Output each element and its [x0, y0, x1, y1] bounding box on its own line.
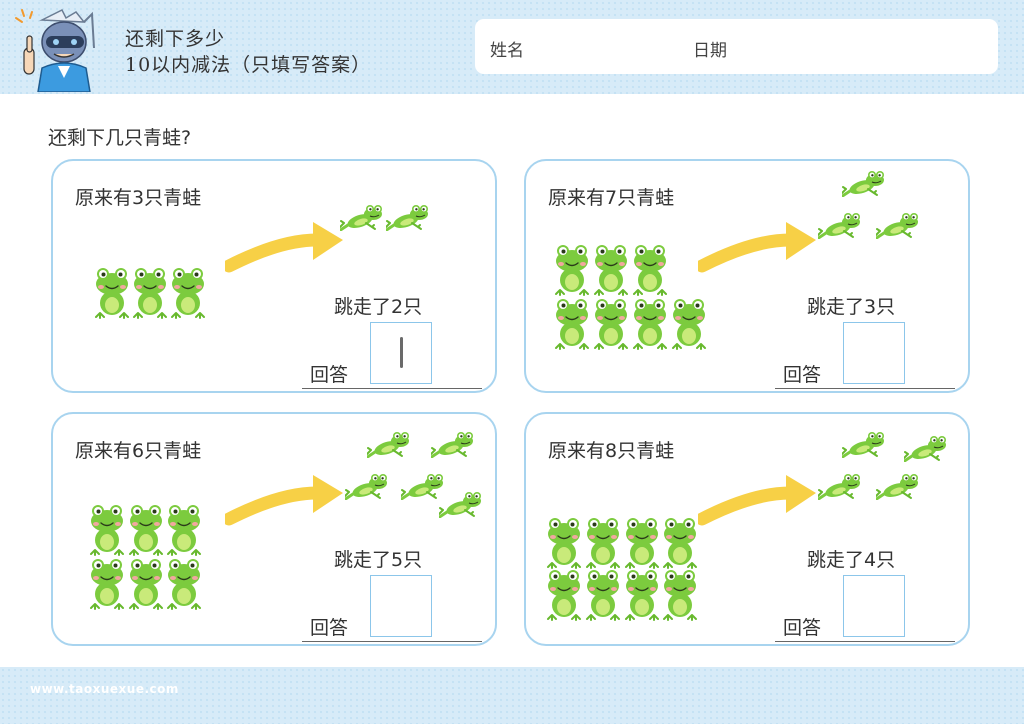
problem-card-3: 原来有6只青蛙 跳走了5只 回答	[51, 412, 497, 646]
jumping-frog-icon	[386, 205, 430, 231]
answer-box[interactable]	[843, 322, 905, 384]
jumping-frog-icon	[367, 432, 411, 458]
jumping-frog-icon	[842, 171, 886, 197]
sitting-frog-icon	[593, 296, 629, 350]
handwritten-answer-mark	[400, 337, 403, 368]
answer-label: 回答	[783, 364, 822, 386]
worksheet-title: 还剩下多少	[125, 28, 226, 50]
card-title: 原来有8只青蛙	[548, 440, 675, 462]
problem-card-1: 原来有3只青蛙 跳走了2只 回答	[51, 159, 497, 393]
sitting-frog-icon	[662, 515, 698, 569]
card-title: 原来有6只青蛙	[75, 440, 202, 462]
mascot-icon	[15, 8, 95, 92]
worksheet-subtitle: 10以内减法（只填写答案）	[125, 54, 372, 76]
jumped-away-text: 跳走了5只	[334, 549, 423, 571]
answer-box[interactable]	[843, 575, 905, 637]
sitting-frog-icon	[632, 296, 668, 350]
sitting-frog-icon	[662, 567, 698, 621]
sitting-frog-icon	[624, 567, 660, 621]
arrow-icon	[225, 216, 345, 276]
name-label: 姓名	[490, 41, 524, 61]
sitting-frog-icon	[128, 556, 164, 610]
answer-underline	[775, 641, 955, 642]
jumping-frog-icon	[345, 474, 389, 500]
jumping-frog-icon	[818, 474, 862, 500]
date-label: 日期	[693, 41, 727, 61]
website-url: www.taoxuexue.com	[30, 682, 179, 696]
sitting-frog-icon	[89, 502, 125, 556]
sitting-frog-icon	[632, 242, 668, 296]
jumped-away-text: 跳走了3只	[807, 296, 896, 318]
arrow-icon	[698, 216, 818, 276]
answer-label: 回答	[310, 617, 349, 639]
card-title: 原来有7只青蛙	[548, 187, 675, 209]
sitting-frog-icon	[170, 265, 206, 319]
jumping-frog-icon	[876, 474, 920, 500]
jumping-frog-icon	[431, 432, 475, 458]
answer-box[interactable]	[370, 322, 432, 384]
sitting-frog-icon	[546, 515, 582, 569]
sitting-frog-icon	[166, 556, 202, 610]
answer-underline	[302, 388, 482, 389]
name-date-box: 姓名 日期	[475, 19, 998, 74]
sitting-frog-icon	[585, 515, 621, 569]
sitting-frog-icon	[128, 502, 164, 556]
sitting-frog-icon	[554, 242, 590, 296]
answer-underline	[302, 641, 482, 642]
sitting-frog-icon	[546, 567, 582, 621]
sitting-frog-icon	[554, 296, 590, 350]
answer-label: 回答	[783, 617, 822, 639]
jumping-frog-icon	[876, 213, 920, 239]
sitting-frog-icon	[593, 242, 629, 296]
jumping-frog-icon	[818, 213, 862, 239]
question-text: 还剩下几只青蛙?	[48, 127, 192, 149]
jumping-frog-icon	[842, 432, 886, 458]
arrow-icon	[225, 469, 345, 529]
problem-card-4: 原来有8只青蛙 跳走了4只 回答	[524, 412, 970, 646]
answer-label: 回答	[310, 364, 349, 386]
jumped-away-text: 跳走了2只	[334, 296, 423, 318]
jumping-frog-icon	[340, 205, 384, 231]
answer-underline	[775, 388, 955, 389]
sitting-frog-icon	[94, 265, 130, 319]
sitting-frog-icon	[624, 515, 660, 569]
jumped-away-text: 跳走了4只	[807, 549, 896, 571]
sitting-frog-icon	[585, 567, 621, 621]
sitting-frog-icon	[89, 556, 125, 610]
sitting-frog-icon	[132, 265, 168, 319]
sitting-frog-icon	[671, 296, 707, 350]
sitting-frog-icon	[166, 502, 202, 556]
footer-band	[0, 667, 1024, 724]
problem-card-2: 原来有7只青蛙 跳走了3只 回答	[524, 159, 970, 393]
jumping-frog-icon	[439, 492, 483, 518]
arrow-icon	[698, 469, 818, 529]
jumping-frog-icon	[904, 436, 948, 462]
answer-box[interactable]	[370, 575, 432, 637]
card-title: 原来有3只青蛙	[75, 187, 202, 209]
